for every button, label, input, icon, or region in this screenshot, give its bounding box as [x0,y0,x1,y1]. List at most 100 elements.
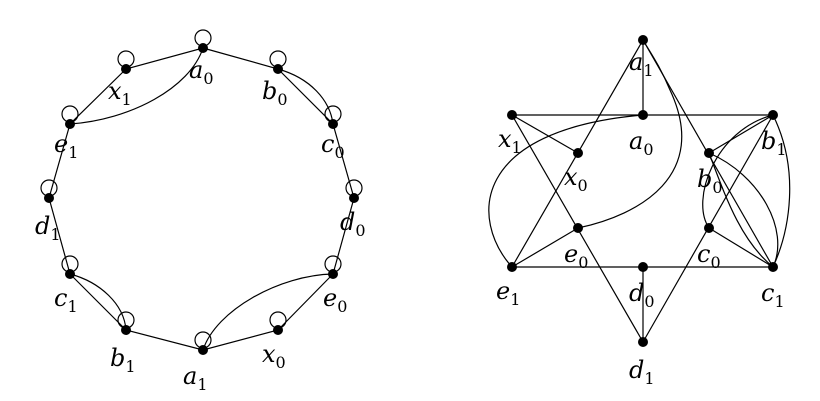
vertex-letter: e [496,277,510,305]
vertex-index: 0 [203,69,213,88]
vertex-label: e0 [323,284,347,316]
vertex-dot [768,262,778,272]
vertex-letter: b [262,77,277,105]
vertex-dot [121,325,131,335]
vertex-d0: d0 [629,262,655,311]
vertex-d1: d1 [629,337,655,388]
vertex-letter: x [262,340,276,368]
vertex-dot [198,43,208,53]
vertex-letter: d [629,356,644,384]
edge-b0-c0 [277,68,334,125]
vertex-index: 1 [776,140,786,159]
vertex-dot [638,35,648,45]
vertex-index: 0 [578,176,588,195]
vertex-label: d1 [35,212,61,244]
vertex-index: 1 [50,225,60,244]
vertex-d1: d1 [35,193,61,244]
vertex-dot [638,262,648,272]
vertex-index: 1 [644,369,654,388]
vertex-a1: a1 [183,345,208,394]
vertex-index: 0 [643,140,653,159]
vertex-label: a0 [629,127,654,159]
vertex-dot [65,119,75,129]
vertex-label: e1 [54,130,78,162]
vertex-label: x1 [498,125,522,157]
vertex-index: 1 [125,357,135,376]
vertex-dot [638,110,648,120]
vertex-d0: d0 [340,193,366,240]
vertex-c1: c1 [54,269,78,316]
vertex-label: b0 [697,165,723,197]
vertex-label: c1 [761,279,785,311]
vertex-e1: e1 [54,119,78,162]
vertex-index: 0 [712,178,722,197]
vertex-letter: a [189,56,203,84]
vertex-label: x0 [564,163,588,195]
vertex-index: 1 [122,90,132,109]
vertex-x1: x1 [498,110,522,157]
vertex-dot [198,345,208,355]
vertex-label: d1 [629,356,655,388]
vertex-x0: x0 [262,325,286,372]
vertex-dot [349,193,359,203]
vertex-label: e0 [564,240,588,272]
vertex-letter: e [323,284,337,312]
vertex-index: 1 [197,375,207,394]
vertex-label: x1 [108,77,132,109]
vertex-dot [273,325,283,335]
vertex-a1: a1 [629,35,654,80]
vertex-e1: e1 [496,262,520,309]
vertex-b0: b0 [262,64,288,109]
vertex-letter: x [564,163,578,191]
vertex-dot [328,119,338,129]
vertex-letter: d [340,208,355,236]
vertex-index: 0 [337,297,347,316]
vertex-c0: c0 [697,223,721,272]
vertex-b1: b1 [761,110,787,159]
vertex-index: 1 [510,290,520,309]
vertex-label: c0 [321,130,345,162]
vertex-index: 0 [277,90,287,109]
vertex-a0: a0 [629,110,654,159]
vertex-label: b1 [110,344,136,376]
vertex-c0: c0 [321,119,345,162]
vertex-letter: b [761,127,776,155]
vertex-dot [768,110,778,120]
vertex-letter: e [54,130,68,158]
vertex-letter: c [697,240,710,268]
vertex-letter: e [564,240,578,268]
vertex-dot [704,148,714,158]
vertex-dot [573,148,583,158]
vertex-dot [573,223,583,233]
vertex-b1: b1 [110,325,136,376]
vertex-a0: a0 [189,43,214,88]
vertex-index: 0 [276,353,286,372]
vertex-dot [273,64,283,74]
edge-e1-a0 [69,47,204,125]
vertex-label: b1 [761,127,787,159]
vertex-index: 1 [643,61,653,80]
vertex-index: 0 [710,253,720,272]
vertex-dot [328,269,338,279]
vertex-e0: e0 [564,223,588,272]
vertex-letter: d [629,279,644,307]
vertex-label: d0 [340,208,366,240]
vertex-letter: x [108,77,122,105]
vertex-dot [507,262,517,272]
vertex-letter: c [54,284,67,312]
vertex-dot [638,337,648,347]
edge-a1-e0 [202,273,334,351]
vertex-letter: c [761,279,774,307]
vertex-label: a0 [189,56,214,88]
vertex-c1: c1 [761,262,785,311]
vertex-e0: e0 [323,269,347,316]
vertex-label: b0 [262,77,288,109]
vertex-label: c1 [54,284,78,316]
vertex-dot [121,64,131,74]
vertex-label: a1 [629,48,654,80]
vertex-index: 0 [355,221,365,240]
